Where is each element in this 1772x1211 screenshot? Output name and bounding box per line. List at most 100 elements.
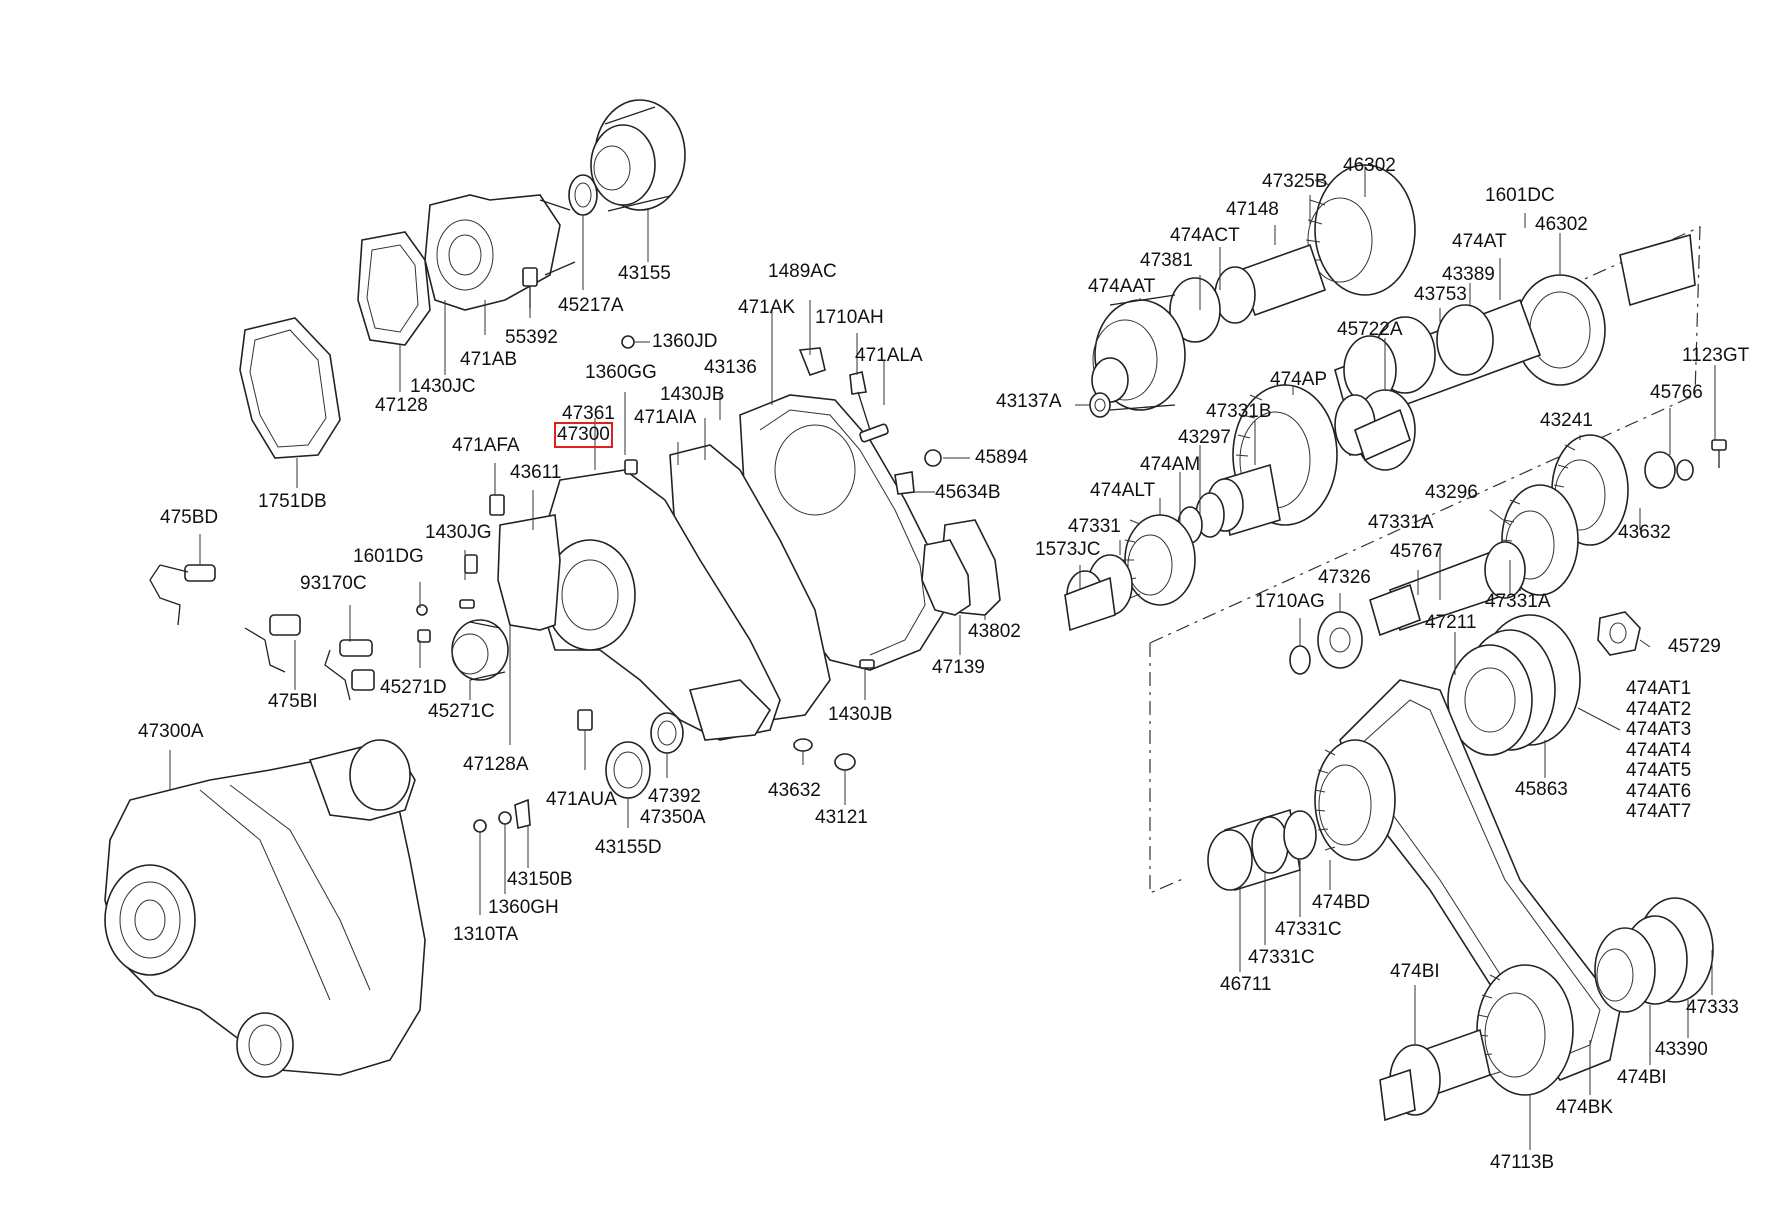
part-label-474AT7[interactable]: 474AT7 — [1626, 801, 1692, 822]
part-label-43155D[interactable]: 43155D — [595, 837, 662, 858]
part-label-1573JC[interactable]: 1573JC — [1035, 539, 1101, 560]
part-label-45217A[interactable]: 45217A — [558, 295, 624, 316]
part-label-471AUA[interactable]: 471AUA — [546, 789, 617, 810]
part-label-474AAT[interactable]: 474AAT — [1088, 276, 1156, 297]
part-label-474BK[interactable]: 474BK — [1556, 1097, 1614, 1118]
part-label-47300A[interactable]: 47300A — [138, 721, 204, 742]
part-label-1601DG[interactable]: 1601DG — [353, 546, 424, 567]
part-label-43389[interactable]: 43389 — [1442, 264, 1495, 285]
part-label-45634B[interactable]: 45634B — [935, 482, 1001, 503]
part-label-474AT4[interactable]: 474AT4 — [1626, 740, 1692, 761]
part-label-47361[interactable]: 47361 — [562, 403, 615, 424]
part-label-47128A[interactable]: 47128A — [463, 754, 529, 775]
part-label-43121[interactable]: 43121 — [815, 807, 868, 828]
part-label-43297[interactable]: 43297 — [1178, 427, 1231, 448]
part-label-1710AG[interactable]: 1710AG — [1255, 591, 1325, 612]
transfer-case-assembly-47300A — [104, 739, 426, 1078]
part-label-47331C-upper[interactable]: 47331C — [1275, 919, 1342, 940]
part-label-474AT[interactable]: 474AT — [1452, 231, 1507, 252]
part-label-474ACT[interactable]: 474ACT — [1170, 225, 1240, 246]
part-label-47331A-upper[interactable]: 47331A — [1368, 512, 1434, 533]
part-label-43753[interactable]: 43753 — [1414, 284, 1467, 305]
part-label-471AB[interactable]: 471AB — [460, 349, 518, 370]
bearing-474AAT — [1091, 294, 1186, 411]
part-label-474ALT[interactable]: 474ALT — [1090, 480, 1156, 501]
part-label-43632-right[interactable]: 43632 — [1618, 522, 1671, 543]
part-label-1430JB-upper[interactable]: 1430JB — [660, 384, 725, 405]
part-label-474AT2[interactable]: 474AT2 — [1626, 699, 1692, 720]
part-label-46711[interactable]: 46711 — [1220, 974, 1272, 995]
part-label-47350A[interactable]: 47350A — [640, 807, 706, 828]
part-label-45271D[interactable]: 45271D — [380, 677, 447, 698]
part-label-55392[interactable]: 55392 — [505, 327, 558, 348]
part-label-45729[interactable]: 45729 — [1668, 636, 1721, 657]
part-label-474AT6[interactable]: 474AT6 — [1626, 781, 1692, 802]
part-label-474AM[interactable]: 474AM — [1140, 454, 1201, 475]
part-label-46302-right[interactable]: 46302 — [1535, 214, 1588, 235]
part-label-474AP[interactable]: 474AP — [1270, 369, 1328, 390]
part-label-1360GG[interactable]: 1360GG — [585, 362, 657, 383]
part-label-1601DC[interactable]: 1601DC — [1485, 185, 1555, 206]
gasket-43611 — [497, 514, 561, 631]
part-label-47128[interactable]: 47128 — [375, 395, 428, 416]
part-label-43632-center[interactable]: 43632 — [768, 780, 821, 801]
part-label-45271C[interactable]: 45271C — [428, 701, 495, 722]
part-label-47148[interactable]: 47148 — [1226, 199, 1279, 220]
part-label-475BD[interactable]: 475BD — [160, 507, 219, 528]
part-label-45863[interactable]: 45863 — [1515, 779, 1568, 800]
part-label-45767[interactable]: 45767 — [1390, 541, 1443, 562]
part-label-47331[interactable]: 47331 — [1068, 516, 1121, 537]
part-label-47381[interactable]: 47381 — [1140, 250, 1193, 271]
part-label-1360GH[interactable]: 1360GH — [488, 897, 559, 918]
part-label-1430JG[interactable]: 1430JG — [425, 522, 492, 543]
part-label-474AT5[interactable]: 474AT5 — [1626, 760, 1692, 781]
shaft-474BI — [1379, 1028, 1491, 1122]
part-label-43137A[interactable]: 43137A — [996, 391, 1062, 412]
part-label-471AIA[interactable]: 471AIA — [634, 407, 697, 428]
part-label-43155[interactable]: 43155 — [618, 263, 671, 284]
part-label-43611[interactable]: 43611 — [510, 462, 562, 483]
part-label-43241[interactable]: 43241 — [1540, 410, 1593, 431]
part-label-47113B[interactable]: 47113B — [1490, 1152, 1555, 1173]
part-label-43802[interactable]: 43802 — [968, 621, 1021, 642]
sensor-93170C — [324, 639, 375, 701]
part-label-474AT1[interactable]: 474AT1 — [1626, 678, 1692, 699]
part-label-47333[interactable]: 47333 — [1686, 997, 1739, 1018]
part-label-47331A-lower[interactable]: 47331A — [1485, 591, 1551, 612]
part-label-47325B[interactable]: 47325B — [1262, 171, 1328, 192]
part-label-474BD[interactable]: 474BD — [1312, 892, 1371, 913]
small-hardware-center — [416, 335, 942, 833]
part-label-47211[interactable]: 47211 — [1425, 612, 1477, 633]
part-label-1430JC[interactable]: 1430JC — [410, 376, 476, 397]
part-label-474BI-upper[interactable]: 474BI — [1390, 961, 1440, 982]
part-label-1751DB[interactable]: 1751DB — [258, 491, 327, 512]
part-label-47392[interactable]: 47392 — [648, 786, 701, 807]
part-label-43150B[interactable]: 43150B — [507, 869, 573, 890]
part-label-474BI-lower[interactable]: 474BI — [1617, 1067, 1667, 1088]
part-label-1489AC[interactable]: 1489AC — [768, 261, 837, 282]
part-label-43390[interactable]: 43390 — [1655, 1039, 1708, 1060]
part-label-93170C[interactable]: 93170C — [300, 573, 367, 594]
part-label-47300-highlighted[interactable]: 47300 — [554, 422, 613, 448]
part-label-47331B[interactable]: 47331B — [1206, 401, 1272, 422]
part-label-471AK[interactable]: 471AK — [738, 297, 796, 318]
part-label-475BI[interactable]: 475BI — [268, 691, 318, 712]
part-label-43296[interactable]: 43296 — [1425, 482, 1478, 503]
part-label-1360JD[interactable]: 1360JD — [652, 331, 718, 352]
part-label-471AFA[interactable]: 471AFA — [452, 435, 520, 456]
part-label-47331C-lower[interactable]: 47331C — [1248, 947, 1315, 968]
part-label-43136[interactable]: 43136 — [704, 357, 757, 378]
part-label-1710AH[interactable]: 1710AH — [815, 307, 884, 328]
part-label-47139[interactable]: 47139 — [932, 657, 985, 678]
part-label-1430JB-lower[interactable]: 1430JB — [828, 704, 893, 725]
part-label-46302-top[interactable]: 46302 — [1343, 155, 1396, 176]
part-label-474AT3[interactable]: 474AT3 — [1626, 719, 1692, 740]
part-label-1123GT[interactable]: 1123GT — [1682, 345, 1750, 366]
part-label-1310TA[interactable]: 1310TA — [453, 924, 519, 945]
part-label-471ALA[interactable]: 471ALA — [855, 345, 923, 366]
part-label-45766[interactable]: 45766 — [1650, 382, 1703, 403]
part-label-45894[interactable]: 45894 — [975, 447, 1028, 468]
sprocket-lower — [1476, 964, 1574, 1096]
part-label-45722A[interactable]: 45722A — [1337, 319, 1403, 340]
part-label-47326[interactable]: 47326 — [1318, 567, 1371, 588]
